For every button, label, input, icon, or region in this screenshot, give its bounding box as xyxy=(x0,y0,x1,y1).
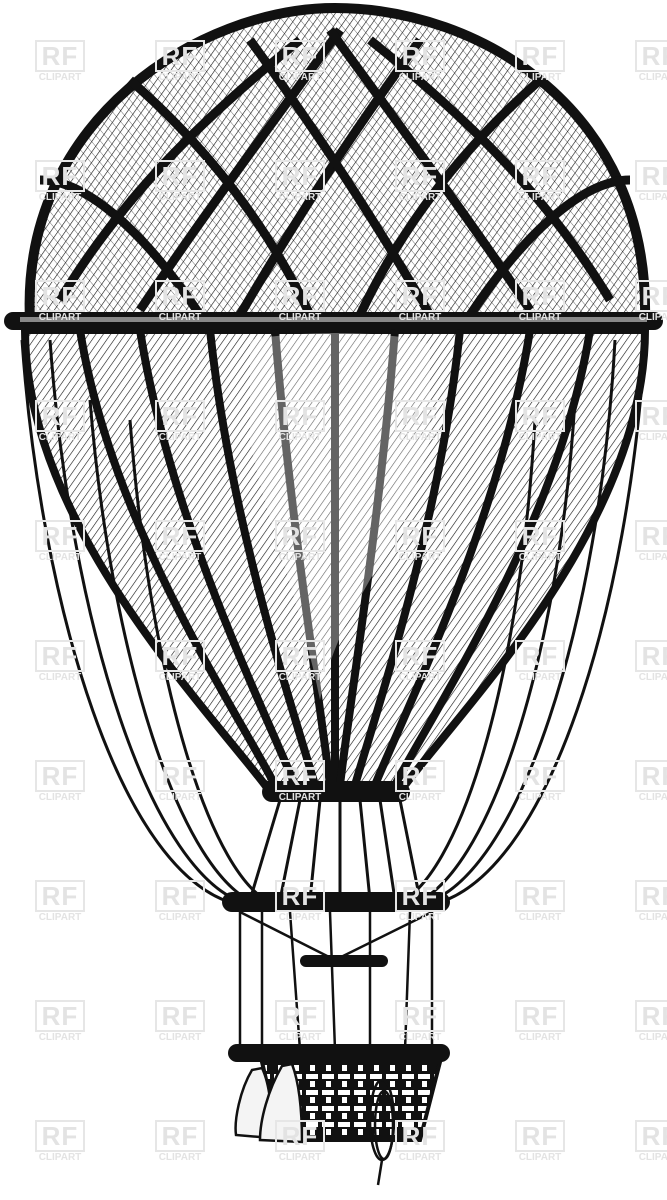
balloon-neck-ring xyxy=(262,782,410,802)
sandbags xyxy=(234,1062,304,1144)
suspension-ropes xyxy=(20,339,647,907)
balloon-envelope-lower xyxy=(20,326,650,789)
basket-rim xyxy=(228,1044,450,1062)
coiled-rope xyxy=(368,1078,396,1186)
balloon-dome xyxy=(24,2,651,325)
load-ring xyxy=(222,892,450,912)
